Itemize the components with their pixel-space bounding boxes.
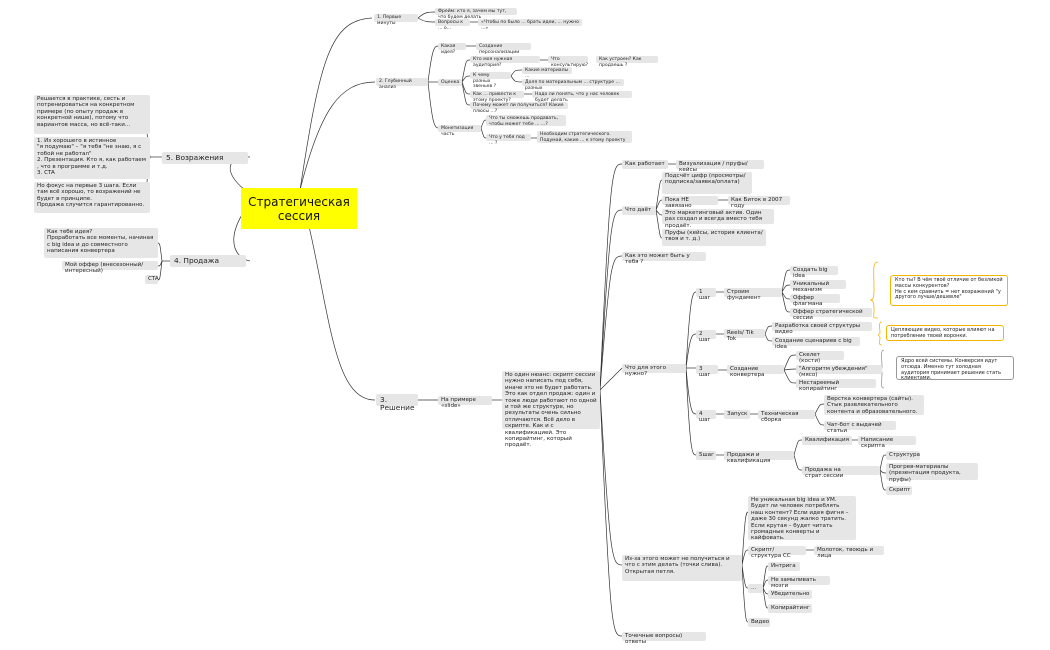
solution-point-questions[interactable]: Точечные вопросы) ответы bbox=[622, 632, 706, 645]
step-4[interactable]: 4 шаг bbox=[696, 410, 716, 423]
solution-need[interactable]: Что для этого нужно? bbox=[622, 364, 686, 377]
step-3-converter[interactable]: Создание конвертера bbox=[727, 365, 784, 378]
step-1-foundation[interactable]: Строим фундамент bbox=[724, 288, 782, 301]
analysis-bring[interactable]: Как ... привести к этому проекту? bbox=[470, 91, 524, 103]
analysis-idea[interactable]: Какая идея? bbox=[438, 43, 466, 55]
step-2[interactable]: 2 шаг bbox=[696, 330, 716, 343]
step-4-chatbot[interactable]: Чат-бот с выдачей статьи bbox=[824, 421, 896, 434]
solution-gives[interactable]: Что даёт bbox=[622, 206, 656, 215]
analysis-monetization[interactable]: Монетизация часть bbox=[438, 125, 481, 137]
step-3-algorithm[interactable]: "Алгоритм убеждения" (мясо) bbox=[796, 365, 882, 378]
first-minutes-item-frame[interactable]: Фрейм: кто я, зачем мы тут, что будем де… bbox=[435, 8, 517, 20]
objections-focus[interactable]: Но фокус на первые 3 шага. Если там всё … bbox=[34, 182, 150, 213]
fail-intrigue[interactable]: Интрига bbox=[768, 562, 800, 571]
analysis-share[interactable]: Доля по материальным ... структуре ... р… bbox=[522, 79, 624, 91]
analysis-strategic[interactable]: Необходим стратегического. Подумай, каки… bbox=[537, 131, 632, 143]
fail-dots[interactable]: ... bbox=[748, 584, 763, 593]
branch-sale[interactable]: 4. Продажа bbox=[170, 255, 246, 267]
gives-not-tied[interactable]: Пока НЕ завязано bbox=[662, 196, 718, 209]
solution-example[interactable]: На примере «slide» bbox=[438, 396, 492, 409]
branch-solution[interactable]: 3. Решение bbox=[376, 394, 418, 412]
step-5-qualification[interactable]: Квалификация bbox=[802, 436, 852, 445]
branch-first-minutes[interactable]: 1. Первые минуты bbox=[374, 14, 418, 26]
branch-deep-analysis[interactable]: 2. Глубинный анализ bbox=[376, 78, 428, 90]
fail-copywriting[interactable]: Копирайтинг bbox=[768, 604, 812, 613]
step-1-note: Кто ты? В чём твоё отличие от безликой м… bbox=[890, 275, 1008, 306]
fail-big-idea[interactable]: Не уникальная big idea и УМ. Будет ли че… bbox=[748, 496, 856, 541]
step-4-tech[interactable]: Техническая сборка bbox=[758, 410, 815, 423]
objections-steps[interactable]: 1. Из хорошего в истинное "я подумаю" – … bbox=[34, 137, 150, 179]
analysis-idea-personalization[interactable]: Создание персонализации bbox=[476, 43, 531, 55]
fail-video[interactable]: Видео bbox=[748, 618, 770, 627]
step-5-script[interactable]: Скрипт bbox=[886, 486, 912, 495]
solution-could-be[interactable]: Как это может быть у тебя ? bbox=[622, 252, 706, 265]
step-5[interactable]: 5шаг bbox=[696, 451, 716, 460]
gives-proofs[interactable]: Пруфы (кейсы, история клиента/твоя и т. … bbox=[662, 229, 766, 246]
step-5-structure[interactable]: Структура bbox=[886, 451, 920, 460]
step-1[interactable]: 1 шаг bbox=[696, 288, 716, 301]
analysis-what-sell[interactable]: Что ты сможешь продавать, чтобы может те… bbox=[486, 115, 566, 127]
analysis-evaluation[interactable]: Оценка bbox=[438, 79, 462, 86]
step-5-strat-sale[interactable]: Продажа на страт.сессии bbox=[802, 466, 880, 479]
solution-visualization[interactable]: Визуализация / пруфы/ кейсы bbox=[676, 160, 764, 173]
step-3-skeleton[interactable]: Скелет (кости) bbox=[796, 351, 844, 364]
analysis-materials[interactable]: Какие материалы ... bbox=[522, 67, 572, 79]
step-1-big-idea[interactable]: Создать big idea bbox=[790, 266, 838, 279]
analysis-audience[interactable]: Кто моя нужная аудитория? bbox=[470, 56, 540, 68]
step-4-launch[interactable]: Запуск bbox=[724, 410, 750, 419]
fail-script-structure[interactable]: Скрипт/структура СС bbox=[748, 546, 806, 559]
step-5-sales[interactable]: Продажи и квалификация bbox=[724, 451, 794, 464]
step-1-strategic-offer[interactable]: Оффер стратегической сессии bbox=[790, 308, 872, 321]
fail-convincing[interactable]: Убедительно bbox=[768, 590, 812, 599]
solution-fail-points[interactable]: Из-за этого может не получиться и что с … bbox=[622, 555, 742, 581]
fail-no-fog[interactable]: Не замыливать мозги bbox=[768, 576, 830, 589]
step-4-layout[interactable]: Верстка конвертера (сайты). Стык развлек… bbox=[824, 395, 924, 415]
sale-cta[interactable]: CTA bbox=[145, 275, 159, 284]
step-5-script-writing[interactable]: Написание скрипта bbox=[858, 436, 916, 449]
analysis-links[interactable]: К чему разных звеньев ? bbox=[470, 72, 511, 89]
first-minutes-item-questions[interactable]: Вопросы к ... о... bbox=[435, 19, 470, 31]
step-5-warmup[interactable]: Прогрев-материалы (презентация продукта,… bbox=[886, 463, 978, 483]
analysis-how-sell[interactable]: Как устроен? Как продаешь ? bbox=[596, 56, 658, 68]
analysis-consulting[interactable]: Что консультирую? bbox=[548, 56, 588, 68]
step-3-note: Ядро всей системы. Конверсия идут отсюда… bbox=[896, 356, 1014, 381]
solution-how-works[interactable]: Как работает bbox=[622, 160, 668, 169]
step-1-flagship[interactable]: Оффер флагмана bbox=[790, 294, 840, 307]
step-3-copywriting[interactable]: Нестареемый копирайтинг bbox=[796, 379, 876, 392]
fail-hammer[interactable]: Молоток, твоюдь и лица bbox=[814, 546, 884, 559]
first-minutes-item-ideas[interactable]: «Чтобы по было ... брать идеи, ... нужно… bbox=[478, 19, 582, 31]
branch-objections[interactable]: 5. Возражения bbox=[162, 152, 248, 164]
step-2-note: Цепляющие видео, которые влияют на потре… bbox=[886, 325, 1004, 341]
gives-bitcoin[interactable]: Как Биток в 2007 году bbox=[728, 196, 790, 209]
step-2-structure[interactable]: Разработка своей структуры видео bbox=[772, 322, 872, 335]
root-topic[interactable]: Стратегическая сессия bbox=[241, 188, 357, 229]
objections-practice[interactable]: Решается в практике, сесть и потренирова… bbox=[34, 95, 150, 134]
solution-description[interactable]: Но один нюанс: скрипт сессии нужно напис… bbox=[502, 371, 600, 448]
step-2-scenarios[interactable]: Создание сценариев с big idea bbox=[772, 337, 860, 350]
analysis-what-under[interactable]: Что у тебя под ... ? bbox=[486, 134, 531, 146]
analysis-why[interactable]: Почему может ли получиться? Какие плюсы … bbox=[470, 102, 568, 114]
sale-offer[interactable]: Мой оффер (внесезонный/интересный) bbox=[62, 261, 158, 274]
gives-asset[interactable]: Это маркетинговый актив. Один раз создал… bbox=[662, 209, 774, 229]
gives-metrics[interactable]: Подсчёт цифр (просмотры/подписка/заявка/… bbox=[662, 172, 752, 194]
analysis-understand[interactable]: Надо ли понять, что у нас человек будет … bbox=[532, 91, 632, 103]
step-1-mechanism[interactable]: Уникальный механизм bbox=[790, 280, 846, 293]
sale-idea[interactable]: Как тебе идея? Проработать все моменты, … bbox=[44, 228, 158, 258]
step-2-reels[interactable]: Reels/ Tik Tok bbox=[724, 329, 765, 342]
step-3[interactable]: 3 шаг bbox=[696, 365, 718, 378]
